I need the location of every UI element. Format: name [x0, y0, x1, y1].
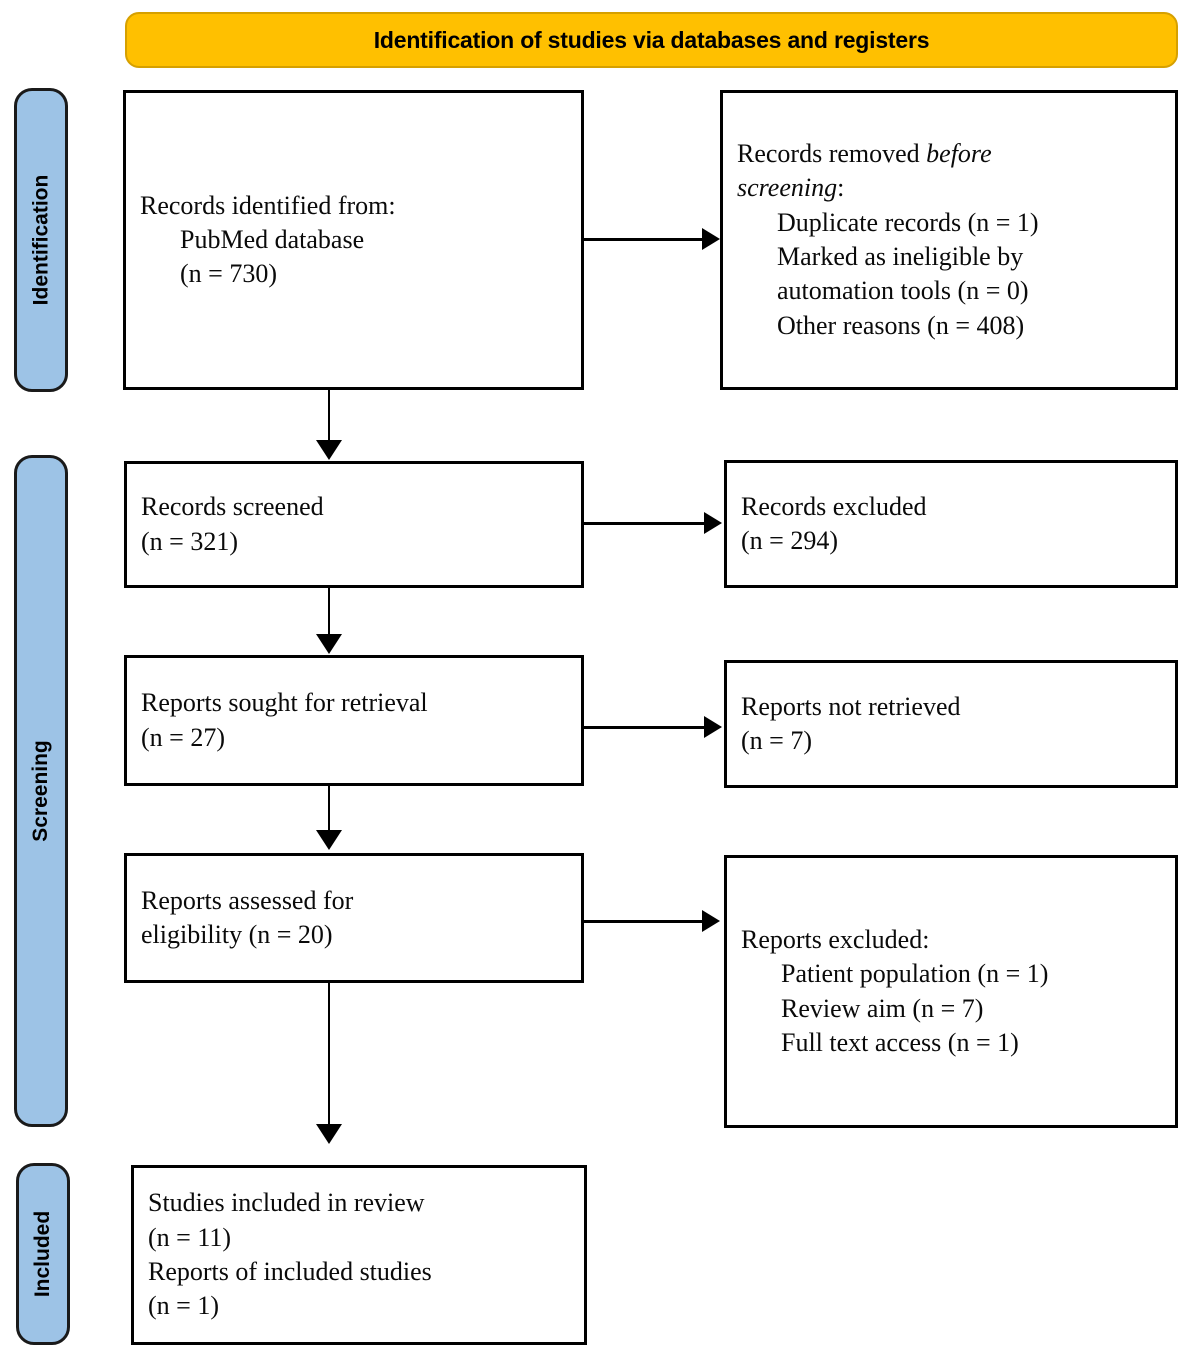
stage-label-screening-text: Screening — [29, 740, 53, 842]
connector-assessed-to-excluded-arrow — [702, 910, 720, 932]
box-studies-included: Studies included in review (n = 11) Repo… — [131, 1165, 587, 1345]
reports-sought-line-1: Reports sought for retrieval — [141, 688, 428, 718]
box-records-excluded: Records excluded (n = 294) — [724, 460, 1178, 588]
stage-label-included-text: Included — [31, 1210, 54, 1298]
reports-sought-line-2: (n = 27) — [141, 722, 225, 752]
stage-label-screening: Screening — [14, 455, 68, 1127]
box-reports-excluded: Reports excluded: Patient population (n … — [724, 855, 1178, 1128]
reports-not-retrieved-line-1: Reports not retrieved — [741, 691, 961, 721]
diagram-header-banner: Identification of studies via databases … — [125, 12, 1178, 68]
records-removed-line-5: automation tools (n = 0) — [777, 276, 1029, 306]
records-identified-line-2: PubMed database — [180, 224, 365, 254]
connector-assessed-to-included-line — [328, 983, 330, 1126]
connector-identified-to-screened-arrow — [316, 440, 342, 460]
reports-excluded-line-1: Reports excluded: — [741, 924, 930, 954]
connector-screened-to-sought-arrow — [316, 634, 342, 654]
connector-identified-to-removed-arrow — [702, 228, 720, 250]
records-excluded-line-2: (n = 294) — [741, 526, 838, 555]
studies-included-line-2: (n = 11) — [148, 1222, 232, 1252]
connector-assessed-to-included-arrow — [316, 1124, 342, 1144]
records-removed-line-2-plain: : — [837, 173, 845, 203]
connector-sought-to-not-retrieved-line — [584, 726, 706, 729]
records-removed-line-2-italic: screening — [737, 173, 838, 203]
connector-sought-to-assessed-arrow — [316, 830, 342, 850]
connector-screened-to-excluded-arrow — [704, 512, 722, 534]
studies-included-line-4: (n = 1) — [148, 1291, 219, 1321]
records-removed-line-6: Other reasons (n = 408) — [777, 310, 1025, 340]
box-records-screened: Records screened (n = 321) — [124, 461, 584, 588]
records-screened-line-2: (n = 321) — [141, 526, 238, 556]
connector-screened-to-sought-line — [328, 588, 330, 636]
connector-sought-to-not-retrieved-arrow — [704, 716, 722, 738]
records-identified-line-1: Records identified from: — [140, 190, 396, 220]
records-identified-line-3: (n = 730) — [180, 259, 277, 289]
reports-assessed-line-2: eligibility (n = 20) — [141, 920, 333, 949]
stage-label-identification: Identification — [14, 88, 68, 392]
records-removed-line-1: Records removed before — [737, 137, 1161, 171]
stage-label-included: Included — [16, 1163, 70, 1345]
records-screened-line-1: Records screened — [141, 492, 324, 522]
records-excluded-line-1: Records excluded — [741, 491, 927, 521]
diagram-title: Identification of studies via databases … — [373, 26, 930, 53]
studies-included-line-1: Studies included in review — [148, 1188, 425, 1218]
box-reports-not-retrieved: Reports not retrieved (n = 7) — [724, 660, 1178, 788]
records-removed-line-1-italic: before — [926, 139, 992, 169]
studies-included-line-3: Reports of included studies — [148, 1257, 432, 1286]
records-removed-line-4: Marked as ineligible by — [777, 242, 1024, 271]
connector-sought-to-assessed-line — [328, 786, 330, 832]
reports-excluded-line-4: Full text access (n = 1) — [781, 1027, 1019, 1057]
box-reports-sought: Reports sought for retrieval (n = 27) — [124, 655, 584, 786]
records-removed-line-2: screening: — [737, 171, 1161, 205]
connector-assessed-to-excluded-line — [584, 920, 704, 923]
reports-not-retrieved-line-2: (n = 7) — [741, 726, 812, 755]
box-records-removed: Records removed before screening: Duplic… — [720, 90, 1178, 390]
reports-excluded-line-2: Patient population (n = 1) — [781, 959, 1049, 989]
connector-screened-to-excluded-line — [584, 522, 706, 525]
box-reports-assessed: Reports assessed for eligibility (n = 20… — [124, 853, 584, 983]
reports-assessed-line-1: Reports assessed for — [141, 885, 354, 915]
records-removed-line-1-plain: Records removed — [737, 139, 927, 169]
reports-excluded-line-3: Review aim (n = 7) — [781, 993, 984, 1023]
connector-identified-to-removed-line — [584, 238, 704, 241]
box-records-identified: Records identified from: PubMed database… — [123, 90, 584, 390]
connector-identified-to-screened-line — [328, 390, 330, 442]
stage-label-identification-text: Identification — [29, 174, 53, 306]
records-removed-line-3: Duplicate records (n = 1) — [777, 207, 1039, 237]
